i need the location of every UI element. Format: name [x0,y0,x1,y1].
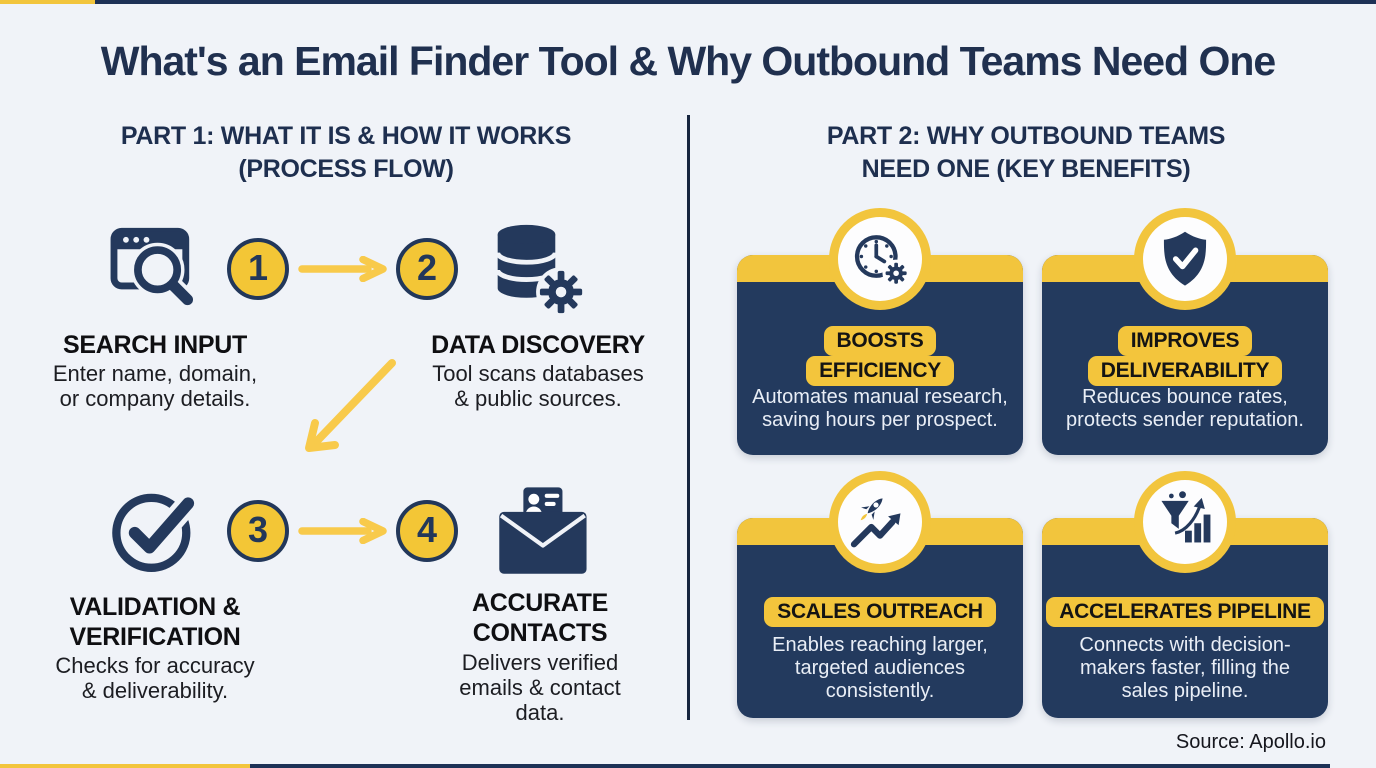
top-edge-bar [95,0,1376,4]
step1-title: SEARCH INPUT [63,331,247,359]
benefit-card-boosts-efficiency: BOOSTS EFFICIENCY Automates manual resea… [737,208,1023,455]
database-gear-icon [490,221,586,317]
step2-title: DATA DISCOVERY [431,331,645,359]
top-edge-accent [0,0,95,4]
step-number-2-label: 2 [416,247,438,288]
step4-title: ACCURATE CONTACTS [471,589,608,647]
badge-line: SCALES OUTREACH [764,597,996,627]
step1-description: Enter name, domain, or company details. [52,361,258,411]
step-number-1-label: 1 [247,247,269,288]
part2-heading: PART 2: WHY OUTBOUND TEAMS NEED ONE (KEY… [826,122,1226,183]
benefit-description: Automates manual research, saving hours … [752,386,1008,431]
badge-line: DELIVERABILITY [1087,356,1283,386]
bottom-edge-accent [0,764,250,768]
flow-arrow-right-icon [298,255,390,287]
part1-heading: PART 1: WHAT IT IS & HOW IT WORKS (PROCE… [120,122,572,183]
flow-arrow-right-icon [298,517,390,549]
funnel-chart-icon [1134,471,1236,573]
bottom-edge-bar [250,764,1330,768]
benefit-badge: IMPROVES DELIVERABILITY [1042,326,1328,386]
step-number-3: 3 [227,500,289,562]
shield-check-icon [1134,208,1236,310]
step-number-3-label: 3 [247,509,269,550]
source-attribution: Source: Apollo.io [1175,731,1326,753]
step-number-4: 4 [396,500,458,562]
benefit-card-scales-outreach: SCALES OUTREACH Enables reaching larger,… [737,471,1023,718]
benefit-badge: ACCELERATES PIPELINE [1042,597,1328,627]
check-circle-icon [109,485,201,577]
browser-search-icon [108,221,202,315]
badge-line: ACCELERATES PIPELINE [1046,597,1324,627]
step3-description: Checks for accuracy & deliverability. [55,653,255,703]
page-title: What's an Email Finder Tool & Why Outbou… [100,38,1276,84]
benefit-description: Reduces bounce rates, protects sender re… [1066,386,1304,431]
rocket-growth-icon [829,471,931,573]
step3-title: VALIDATION & VERIFICATION [69,593,241,651]
benefit-badge: SCALES OUTREACH [737,597,1023,627]
badge-line: EFFICIENCY [806,356,954,386]
envelope-contact-icon [492,484,592,578]
section-divider [687,115,690,720]
step-number-1: 1 [227,238,289,300]
benefit-badge: BOOSTS EFFICIENCY [737,326,1023,386]
step-number-4-label: 4 [416,509,438,550]
benefit-description: Enables reaching larger, targeted audien… [772,634,988,702]
step4-description: Delivers verified emails & contact data. [459,650,621,725]
benefit-card-accelerates-pipeline: ACCELERATES PIPELINE Connects with decis… [1042,471,1328,718]
benefit-card-improves-deliverability: IMPROVES DELIVERABILITY Reduces bounce r… [1042,208,1328,455]
badge-line: BOOSTS [823,326,937,356]
benefit-description: Connects with decision- makers faster, f… [1079,634,1291,702]
badge-line: IMPROVES [1117,326,1253,356]
step2-description: Tool scans databases & public sources. [432,361,644,411]
clock-gear-icon [829,208,931,310]
flow-arrow-down-left-icon [295,355,405,470]
step-number-2: 2 [396,238,458,300]
